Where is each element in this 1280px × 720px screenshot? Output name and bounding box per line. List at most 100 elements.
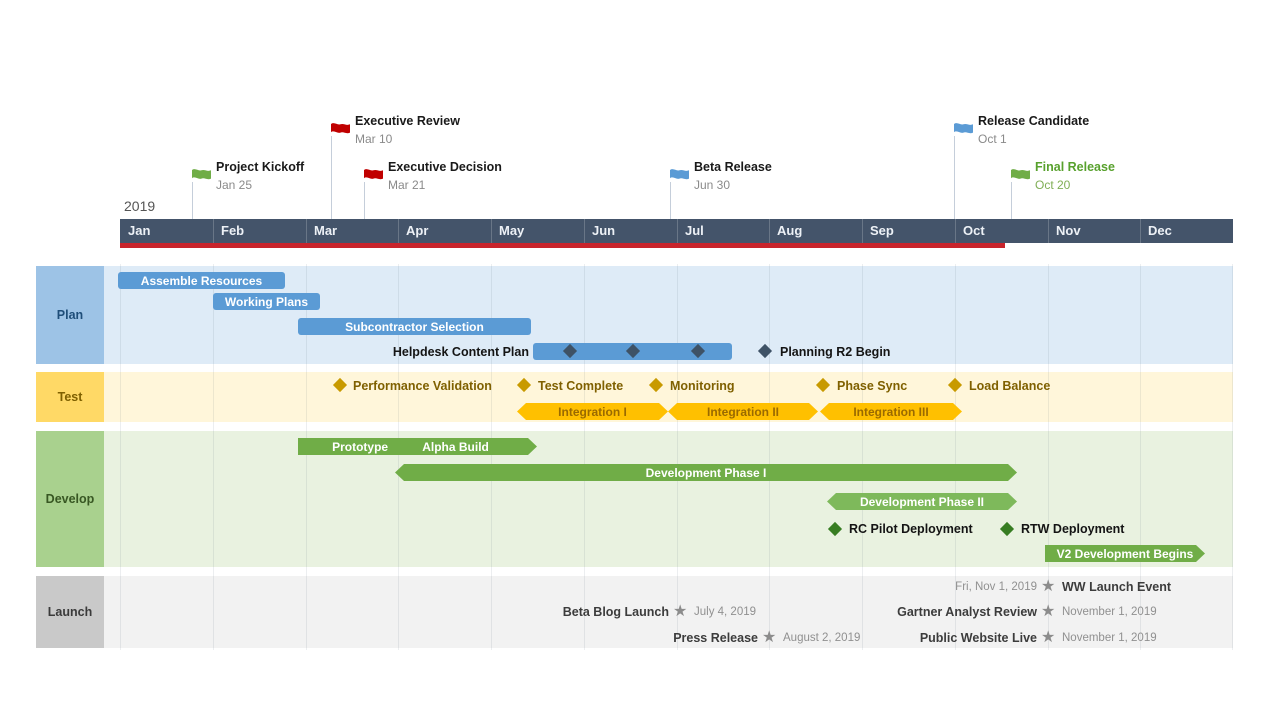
flag-icon[interactable]	[191, 168, 212, 184]
milestone-label: Monitoring	[670, 379, 735, 393]
month-tick	[306, 219, 307, 243]
star-icon[interactable]: ★	[1041, 578, 1056, 595]
gridline	[955, 264, 956, 650]
milestone-title: Beta Release	[694, 160, 772, 174]
milestone-label: Load Balance	[969, 379, 1051, 393]
lane-label-text: Test	[57, 390, 83, 404]
milestone-title: Executive Decision	[388, 160, 502, 174]
task-bar-working-plans[interactable]: Working Plans	[213, 293, 320, 310]
month-label: Aug	[777, 223, 803, 238]
launch-label: WW Launch Event	[1062, 580, 1172, 594]
milestone-connector	[670, 182, 671, 219]
milestone-connector	[192, 182, 193, 219]
task-bar-label: Assemble Resources	[140, 273, 263, 288]
task-bar-integration-3[interactable]: Integration III	[820, 403, 962, 420]
gridline	[769, 264, 770, 650]
flag-icon[interactable]	[1010, 168, 1031, 184]
month-label: Nov	[1056, 223, 1081, 238]
year-label: 2019	[124, 198, 156, 214]
month-label: Mar	[314, 223, 338, 238]
month-tick	[1140, 219, 1141, 243]
milestone-label: Performance Validation	[353, 379, 492, 393]
month-label: May	[499, 223, 525, 238]
flag-icon[interactable]	[363, 168, 384, 184]
task-bar-label: Integration III	[853, 404, 929, 419]
task-bar-label-prototype: Prototype	[332, 439, 389, 454]
star-icon[interactable]: ★	[762, 629, 777, 646]
month-tick	[398, 219, 399, 243]
month-label: Sep	[870, 223, 894, 238]
star-icon[interactable]: ★	[673, 603, 688, 620]
task-bar-subcontractor-selection[interactable]: Subcontractor Selection	[298, 318, 531, 335]
milestone-date: Oct 1	[978, 132, 1007, 146]
month-tick	[677, 219, 678, 243]
lane-label-launch[interactable]: Launch	[36, 576, 104, 648]
lane-label-plan[interactable]: Plan	[36, 266, 104, 364]
launch-label: Press Release	[673, 631, 758, 645]
flag-icon[interactable]	[953, 122, 974, 138]
gridline	[862, 264, 863, 650]
month-tick	[769, 219, 770, 243]
task-bar-label: Integration II	[707, 404, 779, 419]
launch-date: Fri, Nov 1, 2019	[955, 581, 1037, 593]
task-bar-label-alpha-build: Alpha Build	[422, 439, 489, 454]
task-bar-integration-2[interactable]: Integration II	[668, 403, 818, 420]
gridline	[306, 264, 307, 650]
month-tick	[862, 219, 863, 243]
flag-icon[interactable]	[330, 122, 351, 138]
milestone-title: Project Kickoff	[216, 160, 305, 174]
task-bar-label: V2 Development Begins	[1056, 546, 1194, 561]
gridline	[1048, 264, 1049, 650]
launch-date: November 1, 2019	[1062, 632, 1157, 644]
launch-label: Gartner Analyst Review	[897, 605, 1037, 619]
lane-bg-launch	[104, 576, 1233, 648]
lane-label-develop[interactable]: Develop	[36, 431, 104, 567]
task-bar-development-phase-1[interactable]: Development Phase I	[395, 464, 1017, 481]
month-label: Feb	[221, 223, 245, 238]
gridline	[398, 264, 399, 650]
launch-label: Public Website Live	[919, 631, 1037, 645]
gridline	[491, 264, 492, 650]
lane-label-text: Launch	[47, 605, 93, 619]
task-bar-assemble-resources[interactable]: Assemble Resources	[118, 272, 285, 289]
star-icon[interactable]: ★	[1041, 629, 1056, 646]
milestone-date: Mar 10	[355, 132, 393, 146]
month-tick	[955, 219, 956, 243]
task-bar-label: Development Phase II	[859, 494, 985, 509]
lane-bg-test	[104, 372, 1233, 422]
star-icon[interactable]: ★	[1041, 603, 1056, 620]
milestone-title: Executive Review	[355, 114, 460, 128]
timeline-band[interactable]: Jan Feb Mar Apr May Jun Jul Aug Sep Oct …	[120, 219, 1233, 243]
milestone-connector	[364, 182, 365, 219]
milestone-label-planning-r2: Planning R2 Begin	[780, 345, 891, 359]
launch-date: July 4, 2019	[694, 606, 757, 618]
gridline	[677, 264, 678, 650]
month-label: Dec	[1148, 223, 1172, 238]
month-tick	[584, 219, 585, 243]
milestone-connector	[1011, 182, 1012, 219]
month-label: Apr	[406, 223, 429, 238]
task-bar-v2-development[interactable]: V2 Development Begins	[1045, 545, 1205, 562]
launch-date: August 2, 2019	[783, 632, 861, 644]
task-bar-development-phase-2[interactable]: Development Phase II	[827, 493, 1017, 510]
flag-icon[interactable]	[669, 168, 690, 184]
milestone-date: Jun 30	[694, 178, 731, 192]
lane-label-test[interactable]: Test	[36, 372, 104, 422]
gridline	[584, 264, 585, 650]
milestone-date: Mar 21	[388, 178, 426, 192]
lane-label-text: Plan	[56, 308, 84, 322]
month-label: Oct	[963, 223, 985, 238]
task-bar-prototype-alpha[interactable]: Prototype Alpha Build	[298, 438, 537, 455]
milestone-date: Oct 20	[1035, 178, 1071, 192]
task-bar-integration-1[interactable]: Integration I	[517, 403, 668, 420]
month-tick	[491, 219, 492, 243]
milestone-label-rtw: RTW Deployment	[1021, 522, 1125, 536]
gridline	[1232, 264, 1233, 650]
task-bar-label: Integration I	[558, 404, 627, 419]
gridline	[213, 264, 214, 650]
task-label-helpdesk-content-plan: Helpdesk Content Plan	[392, 345, 529, 359]
month-tick	[213, 219, 214, 243]
month-label: Jan	[128, 223, 151, 238]
task-bar-label: Development Phase I	[645, 465, 767, 480]
